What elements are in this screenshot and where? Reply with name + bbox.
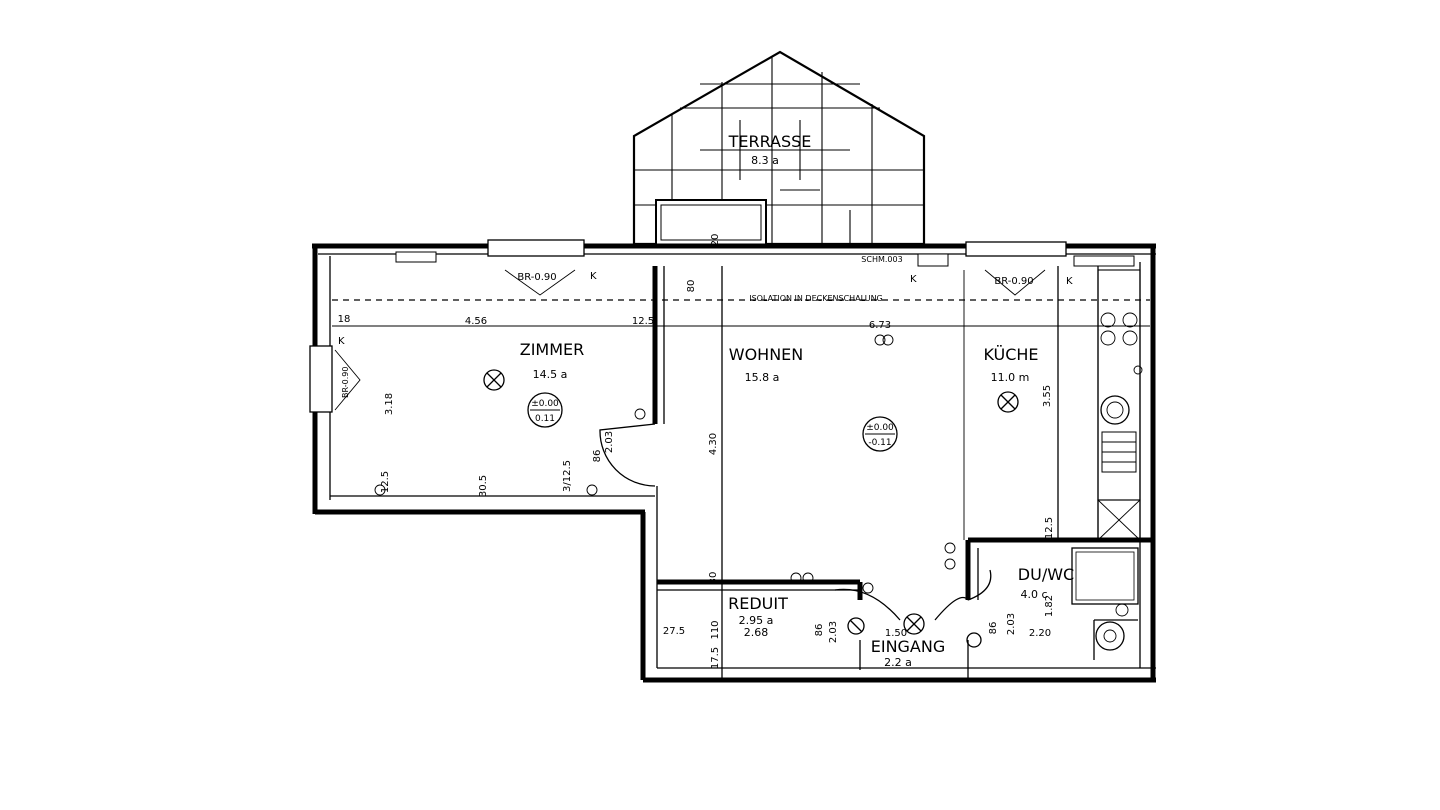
room-eingang-area: 2.2 a: [884, 656, 912, 669]
kitchen-fixtures: [1097, 269, 1143, 541]
terrace-name: TERRASSE: [728, 132, 812, 151]
room-wohnen-name: WOHNEN: [729, 345, 804, 364]
dim-182: 1.82: [1044, 595, 1055, 617]
dim-86c: 86: [988, 622, 999, 635]
note-k3: K: [1066, 276, 1073, 287]
dim-203a: 2.03: [604, 431, 615, 453]
dim-110: 110: [710, 620, 721, 639]
building-walls: [309, 239, 1156, 683]
dim-18: 18: [338, 314, 351, 325]
note-br-kueche: BR-0.90: [994, 276, 1033, 287]
terrace: TERRASSE 8.3 a: [632, 50, 926, 246]
note-k1: K: [590, 271, 597, 282]
dim-430: 4.30: [708, 433, 719, 455]
dim-86a: 86: [592, 450, 603, 463]
note-schm: SCHM.003: [861, 255, 902, 264]
dim-125c: 12.5: [1044, 517, 1055, 539]
dim-20: 20: [710, 234, 721, 247]
dim-456: 4.56: [465, 316, 487, 327]
room-reduit-area2: 2.68: [744, 626, 769, 639]
room-kueche-name: KÜCHE: [983, 345, 1038, 364]
note-br-side: BR-0.90: [341, 367, 350, 398]
dim-305: 30.5: [478, 475, 489, 497]
level-wohnen-bottom: -0.11: [868, 438, 891, 448]
terrace-area: 8.3 a: [751, 154, 779, 167]
dim-175: 17.5: [710, 647, 721, 669]
room-wohnen-area: 15.8 a: [745, 371, 780, 384]
note-k4: K: [338, 336, 345, 347]
room-zimmer-area: 14.5 a: [533, 368, 568, 381]
level-zimmer-top: ±0.00: [531, 399, 559, 409]
room-eingang-name: EINGANG: [871, 637, 946, 656]
dim-80: 80: [686, 280, 697, 293]
dim-318: 3.18: [384, 393, 395, 415]
dim-86b: 86: [814, 624, 825, 637]
dim-673: 6.73: [869, 320, 891, 331]
dim-355: 3.55: [1042, 385, 1053, 407]
note-k2: K: [910, 274, 917, 285]
dim-150: 1.50: [885, 628, 907, 639]
level-marker-wohnen: ±0.00 -0.11: [862, 416, 898, 452]
level-marker-zimmer: ±0.00 0.11: [527, 392, 563, 428]
dim-125b: 12.5: [380, 471, 391, 493]
ceiling-lights: [374, 334, 1019, 648]
dim-203c: 2.03: [1006, 613, 1017, 635]
note-br-zimmer: BR-0.90: [517, 272, 556, 283]
room-reduit-name: REDUIT: [728, 594, 788, 613]
dim-30: 30: [708, 572, 719, 585]
room-duwc-area: 4.0 c: [1020, 588, 1047, 601]
interior-walls: [652, 266, 1153, 680]
room-duwc-name: DU/WC: [1018, 565, 1074, 584]
room-kueche-area: 11.0 m: [991, 371, 1030, 384]
room-zimmer-name: ZIMMER: [520, 340, 585, 359]
doors: [334, 269, 1046, 621]
dimensions: 4.56 6.73 18 12.5 3.18 4.30 3.55 2.03 86…: [338, 234, 1055, 670]
level-wohnen-top: ±0.00: [866, 423, 894, 433]
dim-220: 2.20: [1029, 628, 1051, 639]
note-isolation: ISOLATION IN DECKENSCHALUNG: [749, 294, 883, 303]
level-zimmer-bottom: 0.11: [535, 414, 555, 424]
dim-275: 27.5: [663, 626, 685, 637]
room-reduit-area: 2.95 a: [739, 614, 774, 627]
dim-125a: 12.5: [632, 316, 654, 327]
dim-3125: 3/12.5: [562, 460, 573, 492]
dim-203b: 2.03: [828, 621, 839, 643]
